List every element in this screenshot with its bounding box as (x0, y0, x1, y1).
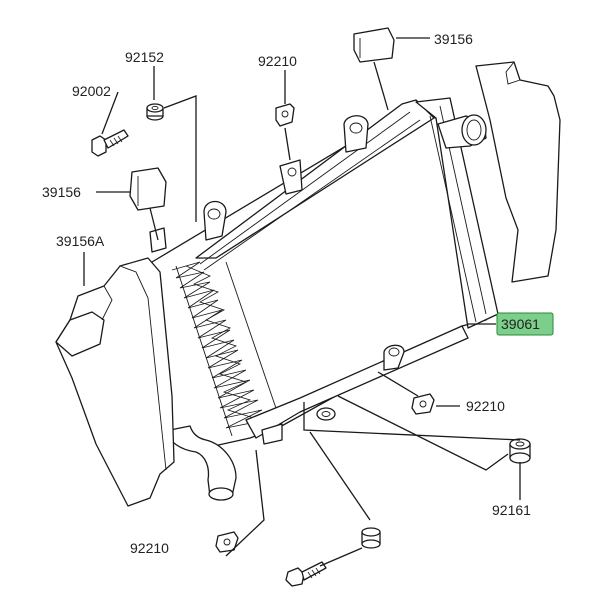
rubber-pad-39156-mid[interactable] (129, 167, 167, 211)
nut-92210-top[interactable] (275, 103, 295, 127)
leader-lines (83, 37, 521, 567)
radiator-fins (171, 261, 281, 437)
grommet-92161-installed (316, 407, 336, 421)
bolt-lower[interactable] (285, 561, 327, 587)
left-shroud-39156A[interactable] (55, 257, 175, 507)
highlight-39061 (496, 312, 554, 336)
label-92210-right[interactable]: 92210 (466, 398, 505, 414)
label-92002[interactable]: 92002 (72, 83, 111, 99)
bolt-92002[interactable] (91, 129, 129, 157)
label-39156-top[interactable]: 39156 (434, 31, 473, 47)
right-shroud-39156[interactable] (475, 61, 561, 283)
label-92161[interactable]: 92161 (492, 502, 531, 518)
label-92210-bottom[interactable]: 92210 (130, 540, 169, 556)
rubber-pad-39156-top[interactable] (353, 27, 395, 63)
collar-lower[interactable] (361, 527, 381, 549)
collar-92152[interactable] (146, 103, 164, 121)
label-39156-mid[interactable]: 39156 (42, 184, 81, 200)
label-39156A[interactable]: 39156A (56, 233, 105, 249)
label-92152[interactable]: 92152 (125, 49, 164, 65)
label-92210-top[interactable]: 92210 (258, 53, 297, 69)
radiator-core-39061[interactable] (149, 97, 499, 501)
label-39061[interactable]: 39061 (501, 316, 540, 332)
nut-92210-right[interactable] (411, 393, 435, 415)
grommet-92161[interactable] (509, 438, 531, 464)
nut-92210-bottom[interactable] (215, 531, 239, 553)
